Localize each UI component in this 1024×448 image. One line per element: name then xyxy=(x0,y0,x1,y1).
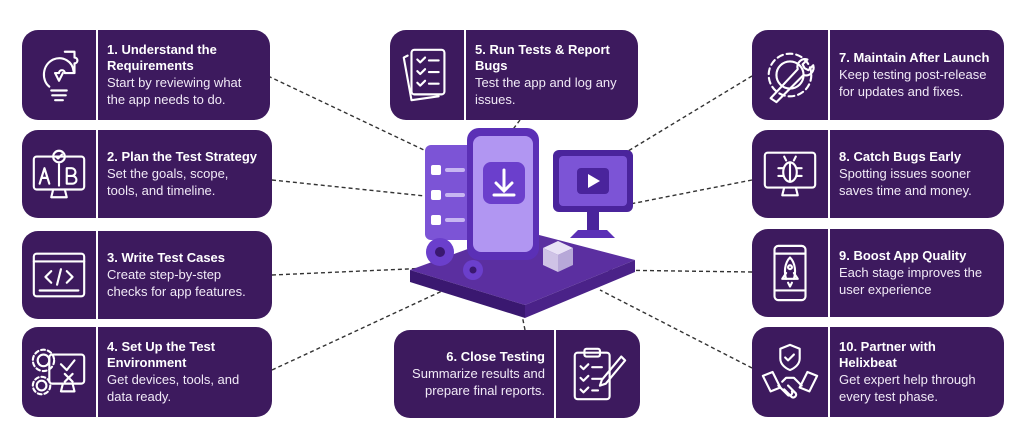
step-title: 2. Plan the Test Strategy xyxy=(107,149,258,164)
step-card-5: 5. Run Tests & Report Bugs Test the app … xyxy=(390,30,638,120)
step-title: 1. Understand the Requirements xyxy=(107,42,217,73)
connector-4 xyxy=(271,284,456,371)
step-title: 4. Set Up the Test Environment xyxy=(107,339,216,370)
step-card-3: 3. Write Test Cases Create step-by-step … xyxy=(22,231,272,319)
connector-10 xyxy=(599,289,753,369)
step-card-6: 6. Close Testing Summarize results and p… xyxy=(394,330,640,418)
step-title: 6. Close Testing xyxy=(446,349,545,364)
rocket-phone-icon xyxy=(752,229,830,317)
step-description: Create step-by-step checks for app featu… xyxy=(107,267,246,299)
step-description: Get devices, tools, and data ready. xyxy=(107,372,240,404)
step-card-2: 2. Plan the Test Strategy Set the goals,… xyxy=(22,130,272,218)
step-title: 5. Run Tests & Report Bugs xyxy=(475,42,610,73)
step-description: Test the app and log any issues. xyxy=(475,75,617,107)
step-card-4: 4. Set Up the Test Environment Get devic… xyxy=(22,327,272,417)
connector-8 xyxy=(624,179,753,206)
app-testing-illustration xyxy=(410,128,635,318)
step-description: Get expert help through every test phase… xyxy=(839,372,976,404)
step-description: Set the goals, scope, tools, and timelin… xyxy=(107,166,229,198)
step-card-10: 10. Partner with Helixbeat Get expert he… xyxy=(752,327,1004,417)
ab-monitor-icon xyxy=(22,130,98,218)
step-card-1: 1. Understand the Requirements Start by … xyxy=(22,30,270,120)
step-title: 3. Write Test Cases xyxy=(107,250,226,265)
step-title: 7. Maintain After Launch xyxy=(839,50,990,65)
connector-1 xyxy=(267,75,446,161)
step-description: Spotting issues sooner saves time and mo… xyxy=(839,166,972,198)
checklist-documents-icon xyxy=(390,30,466,120)
wrench-gear-icon xyxy=(752,30,830,120)
code-window-icon xyxy=(22,231,98,319)
connector-3 xyxy=(271,267,431,276)
step-card-7: 7. Maintain After Launch Keep testing po… xyxy=(752,30,1004,120)
step-card-8: 8. Catch Bugs Early Spotting issues soon… xyxy=(752,130,1004,218)
lightbulb-puzzle-icon xyxy=(22,30,98,120)
connector-2 xyxy=(271,179,426,197)
gears-monitor-icon xyxy=(22,327,98,417)
step-card-9: 9. Boost App Quality Each stage improves… xyxy=(752,229,1004,317)
bug-monitor-icon xyxy=(752,130,830,218)
handshake-shield-icon xyxy=(752,327,830,417)
step-title: 8. Catch Bugs Early xyxy=(839,149,962,164)
step-description: Start by reviewing what the app needs to… xyxy=(107,75,242,107)
step-title: 10. Partner with Helixbeat xyxy=(839,339,936,370)
step-description: Keep testing post-release for updates an… xyxy=(839,67,987,99)
clipboard-pencil-icon xyxy=(554,330,640,418)
step-title: 9. Boost App Quality xyxy=(839,248,967,263)
step-description: Each stage improves the user experience xyxy=(839,265,983,297)
step-description: Summarize results and prepare final repo… xyxy=(412,366,545,398)
